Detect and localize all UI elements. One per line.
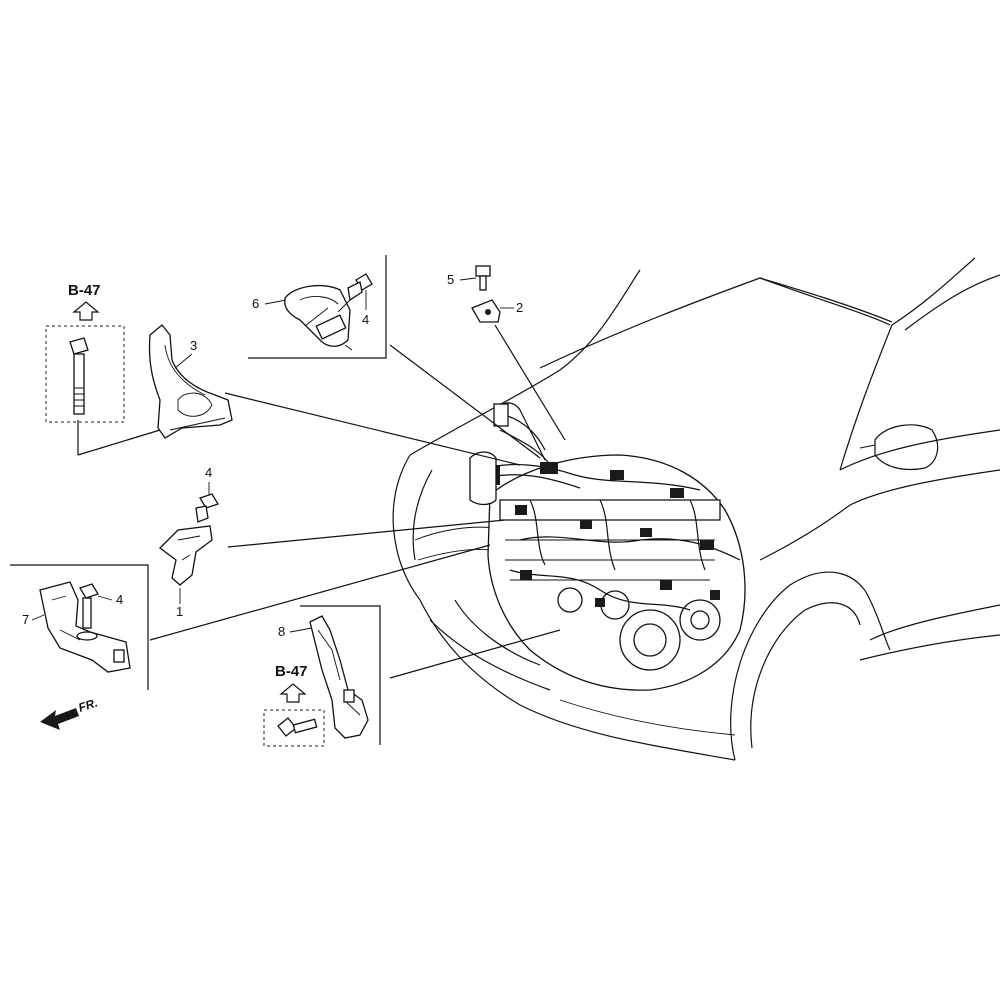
callout-2: 2 bbox=[516, 300, 523, 315]
bolt-icon bbox=[69, 337, 89, 415]
callout-3: 3 bbox=[190, 338, 197, 353]
ref-b47-top: B-47 bbox=[45, 282, 125, 423]
callout-6: 6 bbox=[252, 296, 259, 311]
front-direction-indicator: FR. bbox=[40, 696, 99, 730]
bolt-icon bbox=[195, 493, 219, 523]
front-direction-label: FR. bbox=[77, 696, 100, 715]
bolt-icon bbox=[76, 583, 99, 641]
callout-4-left: 4 bbox=[116, 592, 123, 607]
up-arrow-outline-icon bbox=[279, 683, 307, 703]
front-direction-arrow-icon bbox=[40, 708, 79, 730]
ref-label-top: B-47 bbox=[68, 282, 101, 299]
bolt-icon bbox=[475, 265, 491, 291]
leader-lines bbox=[77, 324, 566, 679]
bolt-icon bbox=[277, 717, 318, 737]
callout-1: 1 bbox=[176, 604, 183, 619]
callout-5: 5 bbox=[447, 272, 454, 287]
up-arrow-outline-icon bbox=[72, 301, 100, 321]
panel-part-6: 6 4 bbox=[248, 255, 387, 359]
vehicle-body bbox=[392, 257, 1000, 761]
ref-label-bottom: B-47 bbox=[275, 663, 308, 680]
engine-assembly bbox=[469, 402, 746, 691]
callout-8: 8 bbox=[278, 624, 285, 639]
bolt-icon bbox=[337, 273, 373, 313]
parts-5-and-2: 5 2 bbox=[447, 265, 523, 323]
panel-part-8: 8 B-47 bbox=[263, 605, 381, 747]
part-1-bracket: 4 1 bbox=[159, 465, 219, 619]
callout-4-mid: 4 bbox=[205, 465, 212, 480]
part-3-bracket: 3 bbox=[148, 324, 233, 439]
callout-7: 7 bbox=[22, 612, 29, 627]
panel-part-7: 7 4 bbox=[10, 564, 149, 690]
callout-4-top: 4 bbox=[362, 312, 369, 327]
